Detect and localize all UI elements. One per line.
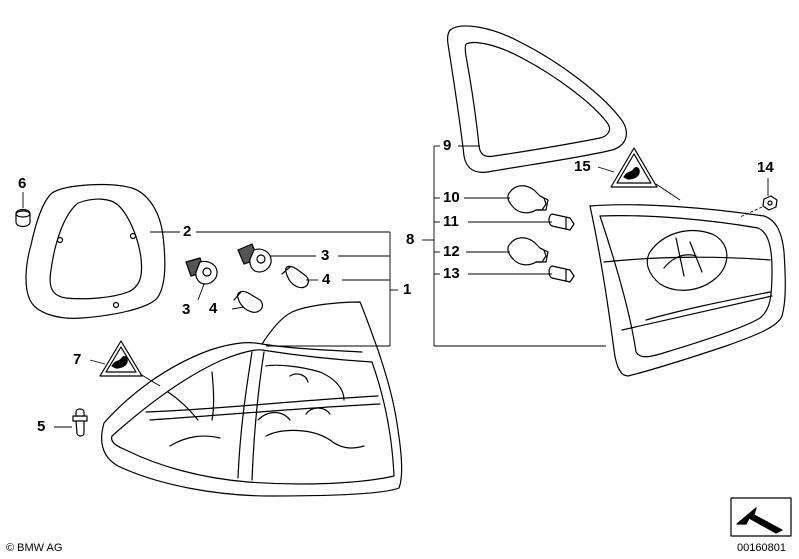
callout-2: 2 xyxy=(183,223,192,240)
bulb-part-4-lower xyxy=(233,290,264,313)
gasket-part-9 xyxy=(447,25,627,173)
callout-9: 9 xyxy=(443,137,452,154)
callout-8: 8 xyxy=(406,231,415,248)
callout-14: 14 xyxy=(757,159,774,176)
warning-label-part-7 xyxy=(99,340,143,377)
callout-12: 12 xyxy=(443,243,460,260)
gasket-part-2 xyxy=(25,183,166,319)
callout-3-right: 3 xyxy=(321,247,330,264)
screw-part-5 xyxy=(72,408,88,437)
callout-3-left: 3 xyxy=(182,301,191,318)
leader-lines xyxy=(22,145,769,428)
grommet-part-6 xyxy=(15,208,31,228)
bulb-part-12 xyxy=(507,237,549,266)
tail-light-inner-part-8 xyxy=(589,204,786,377)
warning-label-part-15 xyxy=(610,147,658,188)
nut-part-14 xyxy=(762,195,778,211)
callout-13: 13 xyxy=(443,265,460,282)
bulb-part-4-upper xyxy=(281,265,310,289)
bulb-part-13 xyxy=(548,265,575,283)
image-number: 00160801 xyxy=(737,542,786,554)
callout-1: 1 xyxy=(403,281,412,298)
callout-10: 10 xyxy=(443,189,460,206)
bulb-holder-part-3-left xyxy=(185,257,218,285)
callout-7: 7 xyxy=(73,351,82,368)
callout-15: 15 xyxy=(574,158,591,175)
direction-arrow-icon xyxy=(730,497,792,537)
callout-11: 11 xyxy=(443,213,459,230)
callout-5: 5 xyxy=(37,418,46,435)
tail-light-outer-part-1 xyxy=(101,301,403,497)
bulb-holder-part-3-right xyxy=(237,243,272,273)
bulb-part-11 xyxy=(548,213,575,231)
callout-4-upper: 4 xyxy=(322,271,331,288)
callout-4-lower: 4 xyxy=(209,300,218,317)
bulb-part-10 xyxy=(507,185,549,214)
callout-6: 6 xyxy=(18,175,27,192)
copyright-text: © BMW AG xyxy=(6,542,63,554)
